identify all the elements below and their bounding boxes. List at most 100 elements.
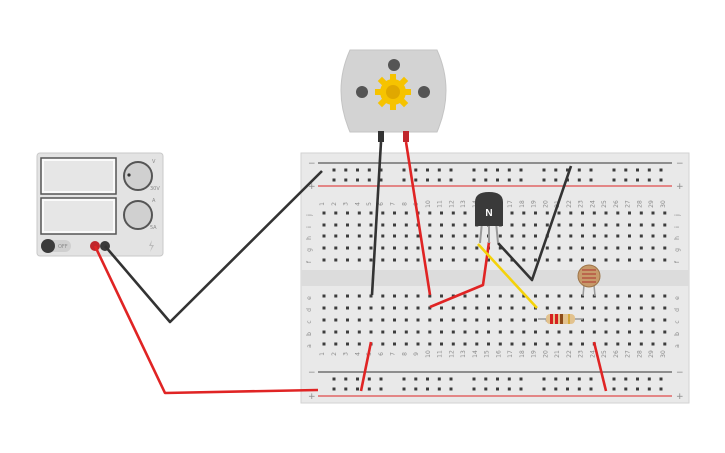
terminal-hole[interactable] [463,234,467,238]
terminal-hole[interactable] [510,342,514,346]
terminal-hole[interactable] [404,258,408,262]
wire-rail-red-2[interactable] [592,341,608,392]
terminal-hole[interactable] [569,234,573,238]
terminal-hole[interactable] [628,330,631,334]
terminal-hole[interactable] [369,294,373,298]
terminal-hole[interactable] [463,258,467,262]
rail-hole[interactable] [344,178,348,182]
terminal-hole[interactable] [639,294,643,298]
terminal-hole[interactable] [346,223,349,227]
terminal-hole[interactable] [569,294,573,298]
terminal-hole[interactable] [604,330,608,334]
wire-emitter-black[interactable] [497,165,573,282]
terminal-hole[interactable] [369,234,373,238]
terminal-hole[interactable] [463,306,467,310]
terminal-hole[interactable] [334,258,338,262]
terminal-hole[interactable] [663,234,667,238]
terminal-hole[interactable] [487,318,490,322]
rail-hole[interactable] [426,377,429,381]
terminal-hole[interactable] [534,246,537,250]
terminal-hole[interactable] [498,246,502,250]
terminal-hole[interactable] [451,234,455,238]
rail-hole[interactable] [332,178,336,182]
terminal-hole[interactable] [487,342,490,346]
rail-hole[interactable] [426,178,429,182]
rail-hole[interactable] [659,178,663,182]
rail-hole[interactable] [519,387,523,391]
terminal-hole[interactable] [581,223,584,227]
rail-hole[interactable] [624,377,628,381]
terminal-hole[interactable] [534,342,537,346]
rail-hole[interactable] [577,168,581,172]
rail-hole[interactable] [437,387,441,391]
terminal-hole[interactable] [628,294,631,298]
terminal-hole[interactable] [569,246,573,250]
rail-hole[interactable] [636,178,639,182]
terminal-hole[interactable] [428,223,432,227]
terminal-hole[interactable] [440,294,443,298]
terminal-hole[interactable] [440,342,443,346]
terminal-hole[interactable] [381,223,385,227]
terminal-hole[interactable] [534,234,537,238]
terminal-hole[interactable] [393,246,396,250]
terminal-hole[interactable] [522,306,526,310]
rail-hole[interactable] [636,168,639,172]
rail-hole[interactable] [612,178,616,182]
terminal-hole[interactable] [616,330,620,334]
terminal-hole[interactable] [604,211,608,215]
terminal-hole[interactable] [404,223,408,227]
terminal-hole[interactable] [357,211,361,215]
terminal-hole[interactable] [428,211,432,215]
terminal-hole[interactable] [322,258,326,262]
terminal-hole[interactable] [369,306,373,310]
wire-motor-red[interactable] [404,141,432,296]
terminal-hole[interactable] [651,223,655,227]
terminal-hole[interactable] [510,223,514,227]
rail-hole[interactable] [589,377,593,381]
rail-hole[interactable] [589,387,593,391]
terminal-hole[interactable] [592,258,596,262]
terminal-hole[interactable] [369,223,373,227]
terminal-hole[interactable] [628,234,631,238]
terminal-hole[interactable] [322,342,326,346]
terminal-hole[interactable] [428,258,432,262]
terminal-hole[interactable] [545,294,549,298]
terminal-hole[interactable] [581,330,584,334]
terminal-hole[interactable] [357,306,361,310]
terminal-hole[interactable] [498,306,502,310]
terminal-hole[interactable] [522,246,526,250]
terminal-hole[interactable] [393,211,396,215]
terminal-hole[interactable] [616,306,620,310]
rail-hole[interactable] [414,168,418,172]
terminal-hole[interactable] [381,306,385,310]
rail-hole[interactable] [356,168,359,172]
terminal-hole[interactable] [545,223,549,227]
terminal-hole[interactable] [628,306,631,310]
terminal-hole[interactable] [334,234,338,238]
rail-hole[interactable] [484,178,488,182]
terminal-hole[interactable] [322,294,326,298]
terminal-hole[interactable] [498,258,502,262]
terminal-hole[interactable] [428,234,432,238]
terminal-hole[interactable] [651,246,655,250]
terminal-hole[interactable] [592,223,596,227]
terminal-hole[interactable] [322,234,326,238]
rail-hole[interactable] [344,387,348,391]
rail-hole[interactable] [577,377,581,381]
wires[interactable] [93,141,608,395]
rail-hole[interactable] [426,387,429,391]
rail-hole[interactable] [636,377,639,381]
rail-hole[interactable] [356,377,359,381]
terminal-hole[interactable] [581,294,584,298]
terminal-hole[interactable] [334,342,338,346]
rail-hole[interactable] [659,168,663,172]
terminal-hole[interactable] [604,223,608,227]
rail-hole[interactable] [367,387,371,391]
terminal-hole[interactable] [451,258,455,262]
terminal-hole[interactable] [534,211,537,215]
rail-hole[interactable] [542,387,546,391]
rail-hole[interactable] [472,178,476,182]
terminal-hole[interactable] [334,306,338,310]
terminal-hole[interactable] [651,342,655,346]
terminal-hole[interactable] [463,294,467,298]
